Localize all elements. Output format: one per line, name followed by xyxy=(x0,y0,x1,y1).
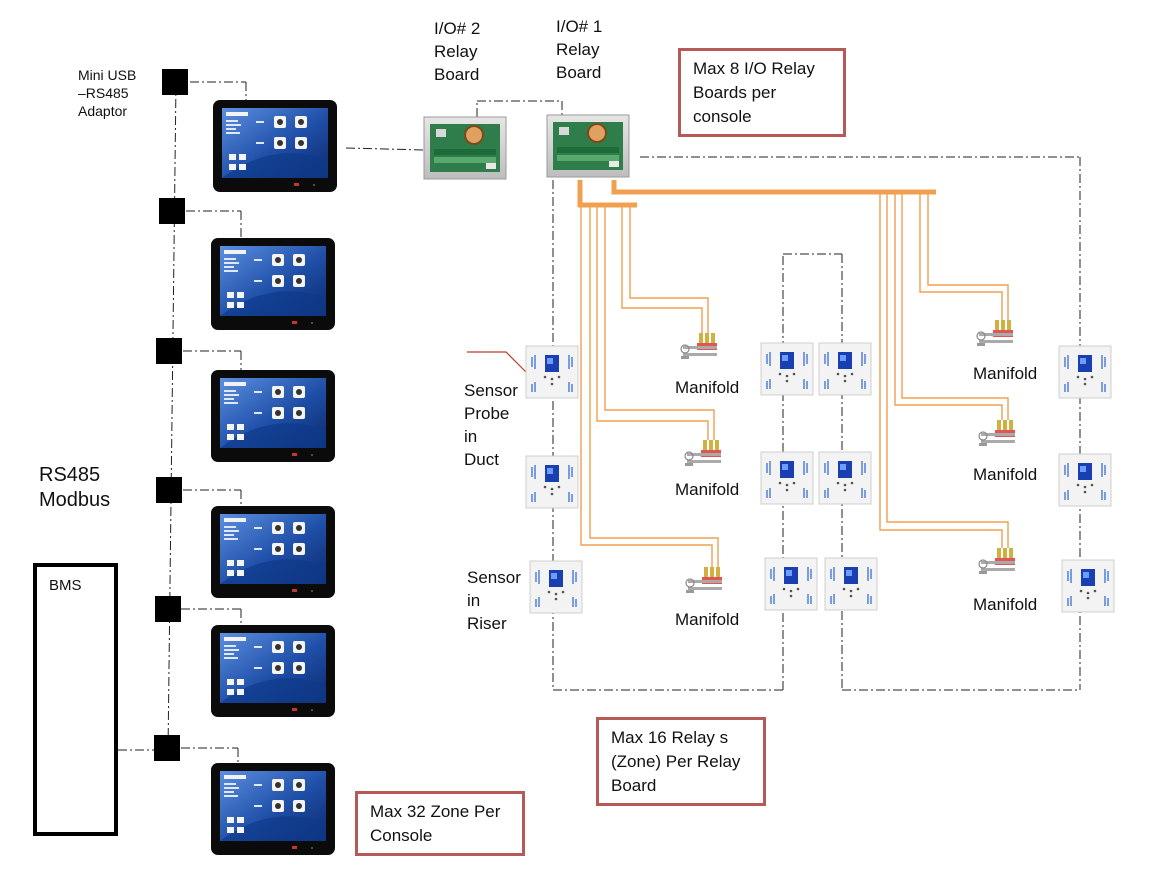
thermostat xyxy=(818,342,872,396)
thermostat xyxy=(525,455,579,509)
manifold-label: Manifold xyxy=(675,480,740,499)
sensor-probe-wire xyxy=(467,351,527,373)
console-unit xyxy=(211,506,335,598)
thermostat xyxy=(824,557,878,611)
sensor-probe-label: Sensor Probe in Duct xyxy=(464,381,518,469)
bms-box: BMS xyxy=(33,563,118,836)
rs485-node xyxy=(155,596,181,622)
zone-relay-wires xyxy=(580,192,1009,567)
rs485-modbus-label: RS485 Modbus xyxy=(39,464,111,511)
thermostat xyxy=(760,451,814,505)
console-units xyxy=(211,100,337,855)
manifold-label: Manifold xyxy=(973,465,1038,484)
manifold-valve xyxy=(976,319,1014,347)
max-relays-note: Max 16 Relay s (Zone) Per Relay Board xyxy=(596,717,766,806)
rs485-node xyxy=(159,198,185,224)
manifold-valve xyxy=(685,566,723,594)
rs485-node xyxy=(156,338,182,364)
sensor-riser-label: Sensor in Riser xyxy=(467,568,521,633)
relay-wire-harness xyxy=(577,180,936,208)
thermostat xyxy=(529,560,583,614)
mini-usb-adaptor-label: Mini USB –RS485 Adaptor xyxy=(78,67,137,119)
bms-label: BMS xyxy=(49,577,82,594)
manifold-label: Manifold xyxy=(973,364,1038,383)
max-zones-note: Max 32 Zone Per Console xyxy=(355,791,525,856)
manifold-valve xyxy=(978,547,1016,575)
max-boards-note: Max 8 I/O Relay Boards per console xyxy=(678,48,846,137)
thermostat xyxy=(525,345,579,399)
rs485-node xyxy=(156,477,182,503)
console-unit xyxy=(211,763,335,855)
relay-board-1 xyxy=(546,114,630,178)
console-unit xyxy=(211,370,335,462)
manifold-label: Manifold xyxy=(675,610,740,629)
rs485-adaptors xyxy=(154,69,188,761)
manifold-label: Manifold xyxy=(675,378,740,397)
thermostat xyxy=(1058,345,1112,399)
relay-board-2 xyxy=(423,116,507,180)
thermostat xyxy=(760,342,814,396)
manifold-valve xyxy=(680,332,718,360)
console-unit xyxy=(211,238,335,330)
thermostat xyxy=(818,451,872,505)
manifold-label: Manifold xyxy=(973,595,1038,614)
io1-relay-board-label: I/O# 1 Relay Board xyxy=(556,17,603,82)
console-unit xyxy=(213,100,337,192)
rs485-node xyxy=(154,735,180,761)
usb-rs485-adaptor xyxy=(162,69,188,95)
io2-relay-board-label: I/O# 2 Relay Board xyxy=(434,19,481,84)
manifold-valve xyxy=(684,439,722,467)
thermostat xyxy=(1058,453,1112,507)
console-unit xyxy=(211,625,335,717)
thermostat xyxy=(1061,559,1115,613)
manifold-valve xyxy=(978,419,1016,447)
thermostat xyxy=(764,557,818,611)
